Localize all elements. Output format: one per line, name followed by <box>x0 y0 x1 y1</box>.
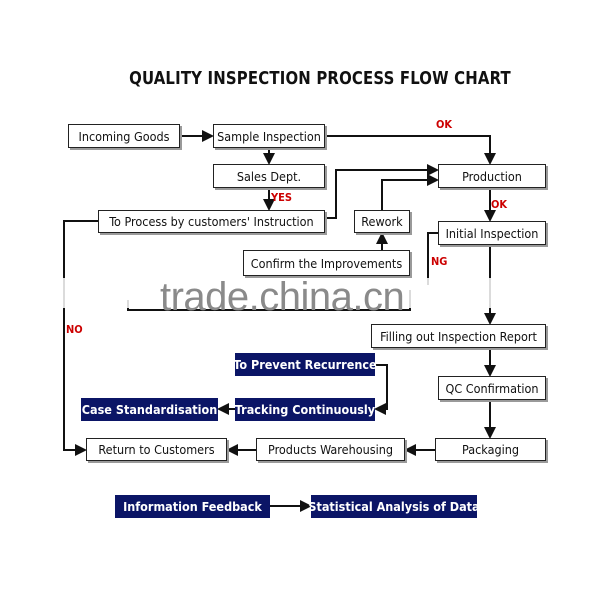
node-sales-dept: Sales Dept. <box>213 164 325 188</box>
node-qc-confirmation: QC Confirmation <box>438 376 546 400</box>
node-packaging: Packaging <box>435 438 546 461</box>
label-yes: YES <box>271 191 293 204</box>
label-ok-production: OK <box>491 198 508 211</box>
node-filling-report: Filling out Inspection Report <box>371 324 546 348</box>
node-incoming-goods: Incoming Goods <box>68 124 180 148</box>
label-ok-sample: OK <box>436 118 453 131</box>
edge-process-production <box>325 164 439 219</box>
node-tracking-continuously: Tracking Continuously <box>235 398 375 421</box>
node-to-process: To Process by customers' Instruction <box>98 210 325 233</box>
chart-title: QUALITY INSPECTION PROCESS FLOW CHART <box>129 68 511 89</box>
node-production: Production <box>438 164 546 188</box>
edge-sample-production <box>325 135 496 165</box>
node-sample-inspection: Sample Inspection <box>213 124 325 148</box>
edge-initial-ng <box>427 232 438 285</box>
watermark: trade.china.cn <box>160 275 405 319</box>
watermark-band <box>0 278 600 308</box>
edge-process-return-no <box>63 220 98 456</box>
node-return-to-customers: Return to Customers <box>86 438 227 461</box>
node-products-warehousing: Products Warehousing <box>256 438 405 461</box>
label-ng: NG <box>431 255 448 268</box>
label-no: NO <box>66 323 83 336</box>
node-statistical-analysis: Statistical Analysis of Data <box>308 495 480 518</box>
node-prevent-recurrence: To Prevent Recurrence <box>233 353 377 376</box>
node-initial-inspection: Initial Inspection <box>438 221 546 245</box>
edge-prevent-tracking <box>374 364 388 415</box>
node-case-standardisation: Case Standardisation <box>81 398 218 421</box>
node-information-feedback: Information Feedback <box>115 495 270 518</box>
node-confirm-improvements: Confirm the Improvements <box>243 250 410 276</box>
node-rework: Rework <box>354 210 410 233</box>
edge-rework-production <box>381 174 439 210</box>
